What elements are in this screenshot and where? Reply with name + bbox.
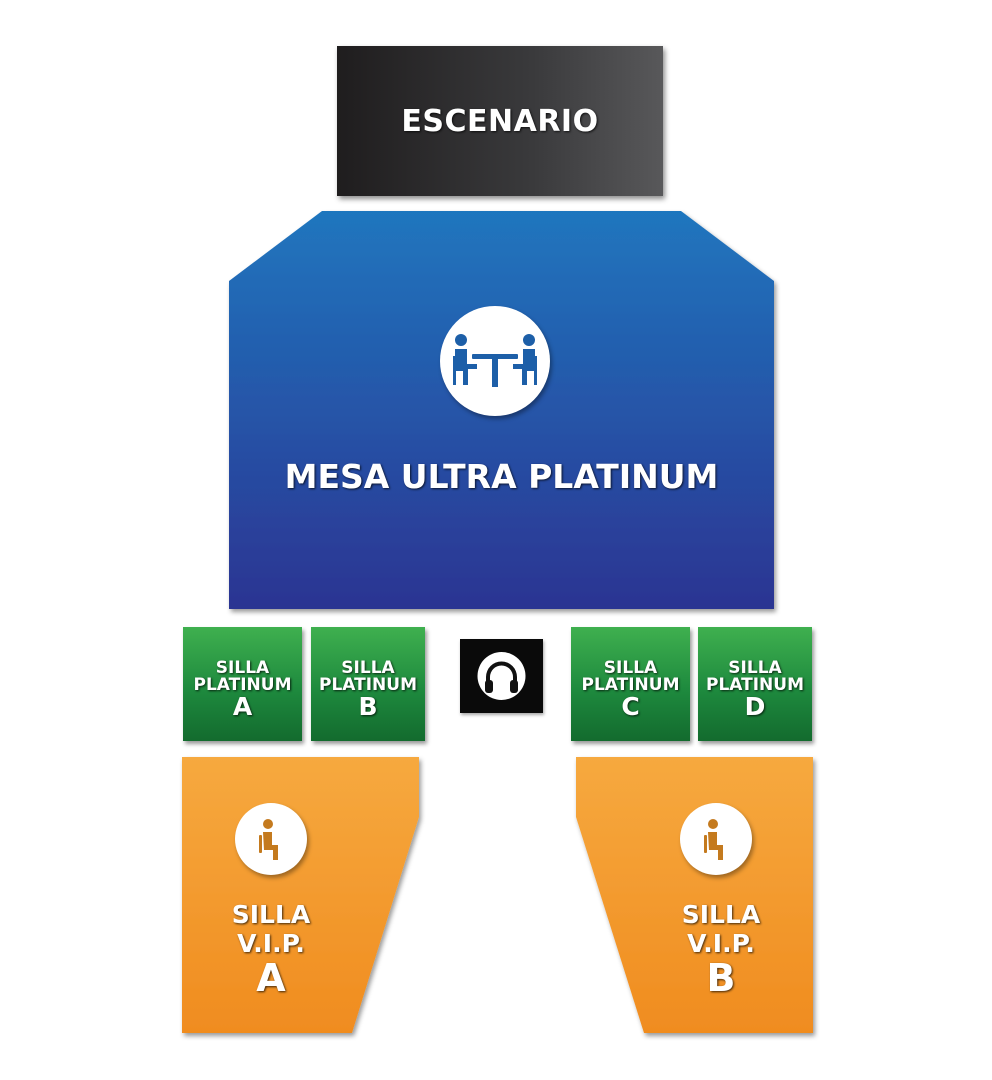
mesa-ultra-platinum-section[interactable]: MESA ULTRA PLATINUM (229, 211, 774, 609)
silla-vip-b[interactable]: SILLA V.I.P. B (576, 757, 813, 1035)
platinum-letter: C (621, 692, 640, 721)
seated-person-icon (235, 803, 307, 875)
platinum-letter: B (358, 692, 378, 721)
platinum-line1: SILLA (215, 658, 270, 678)
silla-platinum-a[interactable]: SILLA PLATINUM A (183, 627, 302, 741)
platinum-letter: A (232, 692, 253, 721)
platinum-line1: SILLA (603, 658, 658, 678)
mesa-label: MESA ULTRA PLATINUM (284, 457, 719, 496)
vip-line1: SILLA (681, 900, 761, 929)
silla-platinum-d[interactable]: SILLA PLATINUM D (698, 627, 812, 741)
headphones-icon (477, 652, 526, 700)
platinum-line2: PLATINUM (193, 675, 292, 695)
vip-b-shape (576, 757, 813, 1033)
silla-platinum-b[interactable]: SILLA PLATINUM B (311, 627, 425, 741)
silla-vip-a[interactable]: SILLA V.I.P. A (182, 757, 419, 1035)
stage-area[interactable]: ESCENARIO (337, 46, 663, 196)
seated-person-icon (680, 803, 752, 875)
platinum-line2: PLATINUM (319, 675, 417, 695)
vip-letter: B (706, 956, 736, 1000)
platinum-line1: SILLA (728, 658, 782, 678)
vip-line2: V.I.P. (687, 929, 755, 958)
platinum-line2: PLATINUM (581, 675, 680, 695)
platinum-line2: PLATINUM (706, 675, 804, 695)
vip-line2: V.I.P. (237, 929, 305, 958)
control-booth[interactable] (460, 639, 543, 713)
stage-label: ESCENARIO (401, 103, 599, 139)
vip-letter: A (256, 956, 286, 1000)
table-meeting-icon (440, 306, 550, 416)
silla-platinum-c[interactable]: SILLA PLATINUM C (571, 627, 690, 741)
platinum-line1: SILLA (341, 658, 395, 678)
vip-line1: SILLA (231, 900, 311, 929)
platinum-letter: D (744, 692, 766, 721)
